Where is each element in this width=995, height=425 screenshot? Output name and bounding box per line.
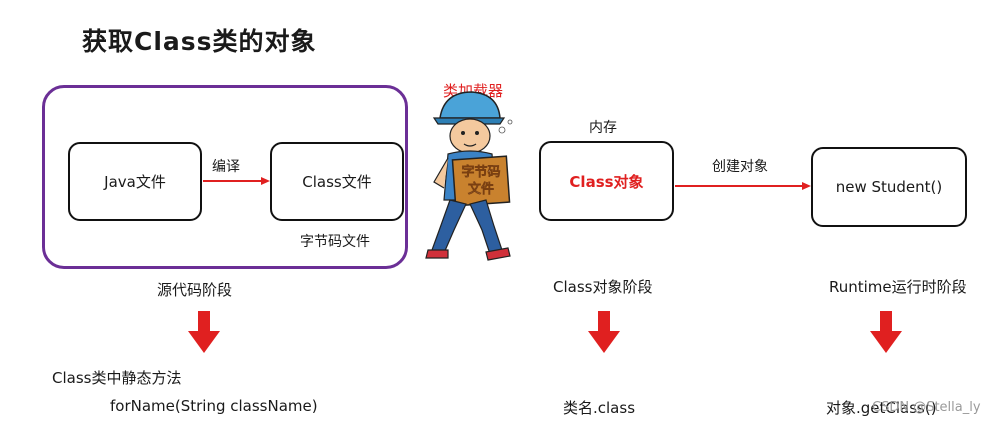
- class-object-label: Class对象: [569, 172, 644, 191]
- new-student-box: new Student(): [811, 147, 967, 227]
- class-loader-illustration: 字节码 文件: [425, 91, 513, 261]
- down-arrow-icon: [870, 311, 902, 353]
- memory-label: 内存: [589, 120, 617, 136]
- compile-label: 编译: [212, 159, 240, 175]
- down-arrow-icon: [588, 311, 620, 353]
- class-file-box: Class文件: [270, 142, 404, 221]
- bytecode-file-label: 字节码文件: [300, 234, 370, 250]
- runtime-stage-label: Runtime运行时阶段: [829, 278, 967, 296]
- cap-icon: [439, 91, 501, 119]
- create-object-arrow: [675, 182, 811, 190]
- page-title: 获取Class类的对象: [82, 27, 317, 56]
- bytecode-box-text-1: 字节码: [461, 164, 500, 180]
- static-method-heading: Class类中静态方法: [52, 369, 182, 387]
- for-name-method: forName(String className): [110, 397, 318, 415]
- class-name-dot-class: 类名.class: [563, 399, 636, 417]
- class-object-stage-label: Class对象阶段: [553, 278, 653, 296]
- bytecode-box-text-2: 文件: [468, 181, 494, 197]
- watermark: CSDN @Stella_ly: [872, 400, 981, 415]
- bytecode-box-icon: 字节码 文件: [451, 155, 511, 207]
- face-icon: [449, 118, 491, 154]
- java-file-box: Java文件: [68, 142, 202, 221]
- class-file-label: Class文件: [302, 173, 372, 191]
- source-stage-label: 源代码阶段: [157, 281, 233, 299]
- create-object-label: 创建对象: [712, 159, 768, 175]
- shoe-icon: [485, 247, 511, 261]
- get-class-method: 对象.getClass(): [826, 399, 937, 417]
- class-object-box: Class对象: [539, 141, 674, 221]
- java-file-label: Java文件: [104, 173, 166, 191]
- compile-arrow: [203, 177, 270, 185]
- source-stage-frame: [42, 85, 408, 269]
- new-student-label: new Student(): [835, 178, 943, 196]
- down-arrow-icon: [188, 311, 220, 353]
- shoe-icon: [425, 249, 449, 259]
